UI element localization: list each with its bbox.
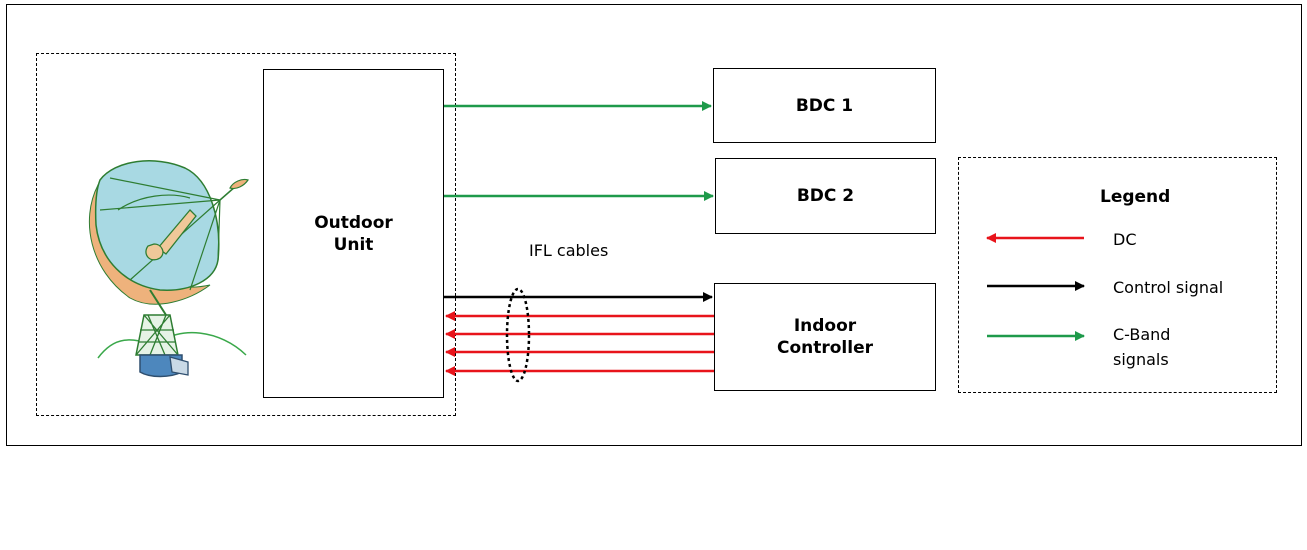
indoor-controller-label-line2: Controller <box>776 338 873 358</box>
legend-control-label: Control signal <box>1113 278 1224 297</box>
bdc1-label: BDC 1 <box>795 95 854 116</box>
legend-dc-label: DC <box>1113 230 1137 249</box>
legend-cband-label-line1: C-Band <box>1113 325 1171 344</box>
legend-title: Legend <box>1100 187 1171 207</box>
ifl-cables-label: IFL cables <box>529 241 609 260</box>
ifl-cable-bundle-ellipse <box>505 287 531 383</box>
diagram-frame <box>6 4 1302 446</box>
bdc2-box: BDC 2 <box>715 158 936 234</box>
indoor-controller-box: Indoor Controller <box>714 283 936 391</box>
outdoor-site-group <box>36 53 456 416</box>
outdoor-unit-label-line2: Unit <box>333 234 374 255</box>
indoor-controller-label-line1: Indoor <box>793 316 857 336</box>
bdc2-label: BDC 2 <box>796 186 855 206</box>
legend-box <box>958 157 1277 393</box>
outdoor-unit-box: Outdoor Unit <box>263 69 444 398</box>
connection-arrows <box>444 101 714 383</box>
legend-cband-label-line2: signals <box>1113 350 1169 369</box>
legend-swatches <box>986 233 1085 341</box>
outdoor-unit-label-line1: Outdoor <box>314 212 393 233</box>
bdc1-box: BDC 1 <box>713 68 936 143</box>
satellite-dish-icon <box>88 160 249 378</box>
